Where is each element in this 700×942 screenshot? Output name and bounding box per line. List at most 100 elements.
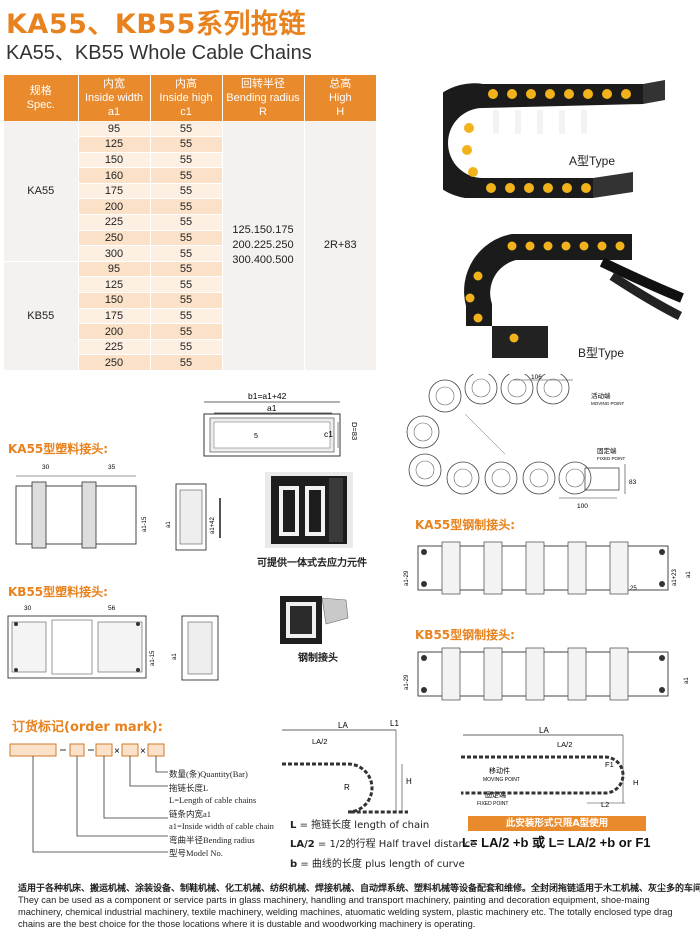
cell-inside-width: 175 [78,308,151,325]
cell-inside-width: 300 [78,245,151,262]
dim-83: 83 [629,479,637,486]
page-title: KA55、KB55系列拖链 [6,9,306,40]
moving-cn: 活动端 [591,391,611,400]
svg-text:×: × [114,746,120,757]
om-legend-width-en: a1=Inside width of cable chain [169,821,274,831]
cell-inside-width: 125 [78,136,151,153]
ka55-plastic-joint-drawing: 30 35 a1-15 a1 a1+42 [15,464,221,551]
cell-inside-high: 55 [150,261,223,278]
dim-c1: c1 [324,429,333,439]
side-view-drawing: 106 100 83 活动端 MOVING POINT 固定端 FIXED PO… [406,374,637,510]
dim-a1: a1 [267,403,277,413]
cell-inside-width: 200 [78,198,151,216]
type-a-caption: A型Type [569,154,616,168]
cell-spec: KB55 [4,261,79,372]
travel-diagram-right: LA LA/2 移动件 MOVING POINT 固定端 FIXED POINT… [461,727,638,809]
cell-inside-high: 55 [150,230,223,247]
stress-relief-caption: 可提供一体式去应力元件 [257,558,367,569]
cell-inside-width: 225 [78,339,151,356]
type-b-caption: B型Type [578,346,625,360]
svg-text:FIXED POINT: FIXED POINT [477,801,508,807]
dim-d: D=83 [350,422,359,440]
cell-inside-width: 160 [78,167,151,184]
steel-joint-photo [280,596,349,644]
kb55-steel-joint-drawing: 55 a1-29 a1 [404,647,690,701]
svg-text:MOVING POINT: MOVING POINT [483,777,520,783]
def-length: L = 拖链长度 length of chain [290,820,430,831]
type-b-chain-image [464,234,684,358]
cell-inside-width: 95 [78,121,151,138]
svg-text:a1-15: a1-15 [150,650,156,666]
cell-inside-width: 175 [78,183,151,200]
svg-text:25: 25 [630,586,637,592]
svg-text:移动件: 移动件 [489,766,510,775]
cell-inside-high: 55 [150,354,223,371]
svg-text:30: 30 [24,605,32,612]
order-mark-diagram: × × [9,743,168,853]
svg-text:LA/2: LA/2 [557,740,572,749]
dim-a1plus42: a1+42 [210,516,216,534]
svg-text:H: H [633,778,638,787]
cross-section-drawing: b1=a1+42 a1 c1 5 D=83 [203,391,359,457]
kb55-plastic-label: KB55型塑料接头: [8,585,108,599]
cell-high: 2R+83 [304,121,376,371]
ka55-plastic-label: KA55型塑料接头: [8,442,109,456]
page-subtitle: KA55、KB55 Whole Cable Chains [6,42,312,64]
cell-inside-width: 125 [78,276,151,294]
kb55-steel-label: KB55型钢制接头: [415,628,515,642]
svg-text:a1: a1 [172,653,178,660]
svg-text:LA: LA [338,721,348,730]
cell-inside-high: 55 [150,198,223,216]
om-legend-length-en: L=Length of cable chains [169,795,257,805]
cell-inside-width: 95 [78,261,151,278]
def-curve: b = 曲线的长度 plus length of curve [290,859,465,870]
svg-text:LA: LA [539,727,549,735]
om-legend-width-cn: 链条内宽a1 [169,809,212,819]
install-banner: 此安装形式只限A型使用 [468,816,646,831]
svg-text:L1: L1 [390,719,399,728]
svg-text:×: × [140,746,146,757]
dim-100: 100 [577,503,588,510]
cell-inside-high: 55 [150,214,223,231]
om-legend-model: 型号Model No. [169,848,223,858]
cell-inside-high: 55 [150,292,223,309]
cell-inside-high: 55 [150,136,223,153]
order-mark-title: 订货标记(order mark): [12,720,163,735]
cell-inside-high: 55 [150,245,223,262]
bending-radius-value: 300.400.500 [232,254,294,266]
om-legend-radius: 弯曲半径Bending radius [169,835,255,845]
moving-en: MOVING POINT [591,401,625,406]
svg-text:L2: L2 [601,800,609,809]
cell-inside-high: 55 [150,339,223,356]
type-a-chain-image [443,80,665,198]
kb55-plastic-joint-drawing: 30 56 a1-15 a1 [7,605,219,681]
cell-inside-high: 55 [150,308,223,325]
cell-inside-width: 250 [78,230,151,247]
cell-inside-high: 55 [150,121,223,138]
cell-inside-width: 150 [78,152,151,169]
dim-30: 30 [42,464,50,471]
cell-inside-width: 150 [78,292,151,309]
svg-text:a1: a1 [684,677,690,684]
travel-diagram-left: LA L1 LA/2 H R [282,719,412,814]
dim-35: 35 [108,464,116,471]
